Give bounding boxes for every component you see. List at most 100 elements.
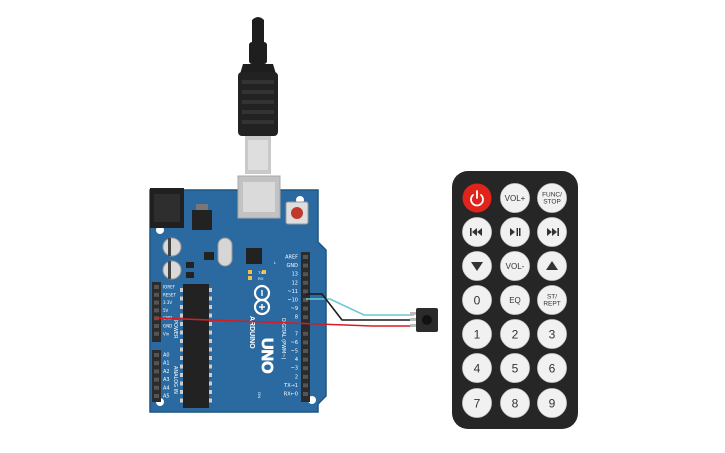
three-label: 3 xyxy=(549,327,556,341)
one-button[interactable]: 1 xyxy=(462,319,492,349)
analog-pin-label: A1 xyxy=(163,361,170,367)
usb-cable-flare xyxy=(240,64,276,74)
digital-pin-label: ~10 xyxy=(287,298,298,304)
eight-button[interactable]: 8 xyxy=(500,388,530,418)
skip-back-icon xyxy=(470,228,482,236)
power-icon xyxy=(470,190,484,207)
analog-section-label: ANALOG IN xyxy=(172,366,178,394)
digital-pin-label: 7 xyxy=(295,331,298,337)
vol-up-button[interactable]: VOL+ xyxy=(500,183,530,213)
power-pin-label: 3.3V xyxy=(163,300,172,305)
analog-header xyxy=(152,350,161,402)
three-button[interactable]: 3 xyxy=(537,319,567,349)
rx-label: RX xyxy=(258,276,264,281)
play-pause-icon xyxy=(510,228,521,236)
nine-label: 9 xyxy=(549,396,556,410)
seven-label: 7 xyxy=(474,396,481,410)
signal-wire-cyan[interactable] xyxy=(306,298,414,316)
atmega-chip xyxy=(183,284,209,408)
play-pause-button[interactable] xyxy=(500,217,530,247)
brand-label: ARDUINO xyxy=(248,316,255,349)
nine-button[interactable]: 9 xyxy=(537,388,567,418)
seven-button[interactable]: 7 xyxy=(462,388,492,418)
capacitor-1 xyxy=(162,237,182,257)
model-label: UNO xyxy=(258,338,275,374)
st-rept-label: ST/REPT xyxy=(543,294,560,308)
skip-forward-icon xyxy=(547,228,559,236)
st-rept-button[interactable]: ST/REPT xyxy=(537,285,567,315)
prev-button[interactable] xyxy=(462,217,492,247)
digital-pin-label: AREF xyxy=(285,255,298,261)
func-stop-button[interactable]: FUNC/STOP xyxy=(537,183,567,213)
digital-pin-label: ~6 xyxy=(291,340,298,346)
zero-button[interactable]: 0 xyxy=(462,285,492,315)
power-pin-label: GND xyxy=(163,324,172,329)
digital-pin-label: GND xyxy=(287,263,299,269)
l-label: L xyxy=(274,260,277,265)
power-button[interactable] xyxy=(462,183,492,213)
eight-label: 8 xyxy=(512,396,519,410)
on-label: ON xyxy=(257,392,262,398)
power-section-label: POWER xyxy=(172,320,178,339)
one-label: 1 xyxy=(474,327,481,341)
power-pin-label: RESET xyxy=(163,292,176,297)
power-wire-red[interactable] xyxy=(155,317,414,327)
two-button[interactable]: 2 xyxy=(500,319,530,349)
six-label: 6 xyxy=(549,361,556,375)
analog-pin-label: A3 xyxy=(163,377,170,383)
arduino-logo xyxy=(253,284,271,316)
triangle-up-icon xyxy=(546,261,558,270)
vol-down-button[interactable]: VOL- xyxy=(500,251,530,281)
digital-pin-label: ~5 xyxy=(291,349,298,355)
five-label: 5 xyxy=(512,361,519,375)
digital-section-label: DIGITAL (PWM~) xyxy=(280,318,286,360)
usb-cable-neck xyxy=(249,42,267,64)
down-button[interactable] xyxy=(462,251,492,281)
digital-pin-label: 12 xyxy=(292,280,298,286)
two-label: 2 xyxy=(512,327,519,341)
digital-header xyxy=(301,252,310,402)
power-pin-label: IOREF xyxy=(163,285,176,290)
analog-pin-label: A2 xyxy=(163,369,170,375)
ir-remote[interactable]: VOL+ FUNC/STOP VOL- 0 EQ ST/REPT 1 2 3 4 5 6 7 8 9 xyxy=(452,171,578,429)
triangle-down-icon xyxy=(471,262,483,271)
crystal xyxy=(217,237,233,267)
four-button[interactable]: 4 xyxy=(462,353,492,383)
voltage-regulator xyxy=(192,210,212,230)
up-button[interactable] xyxy=(537,251,567,281)
vol-down-label: VOL- xyxy=(506,262,525,271)
wires xyxy=(155,293,414,327)
power-pin-label: 5V xyxy=(163,308,169,313)
digital-pin-label: TX→1 xyxy=(283,383,298,389)
usb-chip xyxy=(246,248,262,264)
digital-pin-label: ~11 xyxy=(287,289,298,295)
digital-pin-label: 4 xyxy=(295,357,298,363)
zero-label: 0 xyxy=(474,293,481,307)
analog-pin-label: A5 xyxy=(163,394,170,400)
usb-cable-tip xyxy=(252,17,264,44)
digital-pin-label: 2 xyxy=(295,374,298,380)
five-button[interactable]: 5 xyxy=(500,353,530,383)
digital-pin-label: ~9 xyxy=(291,306,298,312)
six-button[interactable]: 6 xyxy=(537,353,567,383)
analog-pin-label: A4 xyxy=(163,385,170,391)
analog-pin-label: A0 xyxy=(163,353,170,359)
four-label: 4 xyxy=(474,361,481,375)
capacitor-2 xyxy=(162,260,182,280)
digital-pin-label: RX←0 xyxy=(284,392,298,398)
digital-pin-label: 13 xyxy=(292,272,298,278)
next-button[interactable] xyxy=(537,217,567,247)
ir-receiver-sensor[interactable] xyxy=(410,308,438,332)
vol-up-label: VOL+ xyxy=(505,194,526,203)
usb-cable[interactable] xyxy=(238,17,278,174)
ground-wire-black[interactable] xyxy=(306,293,414,321)
eq-label: EQ xyxy=(509,296,521,305)
power-pin-label: Vin xyxy=(163,331,170,336)
func-stop-label: FUNC/STOP xyxy=(542,192,562,206)
tx-label: TX xyxy=(258,270,263,275)
digital-pin-label: 8 xyxy=(295,315,298,321)
eq-button[interactable]: EQ xyxy=(500,285,530,315)
arduino-board[interactable]: TX RX L ARDUINO UNO ON AREF GND 13 12 ~11 ~10… xyxy=(149,175,327,413)
digital-pin-label: ~3 xyxy=(291,366,298,372)
